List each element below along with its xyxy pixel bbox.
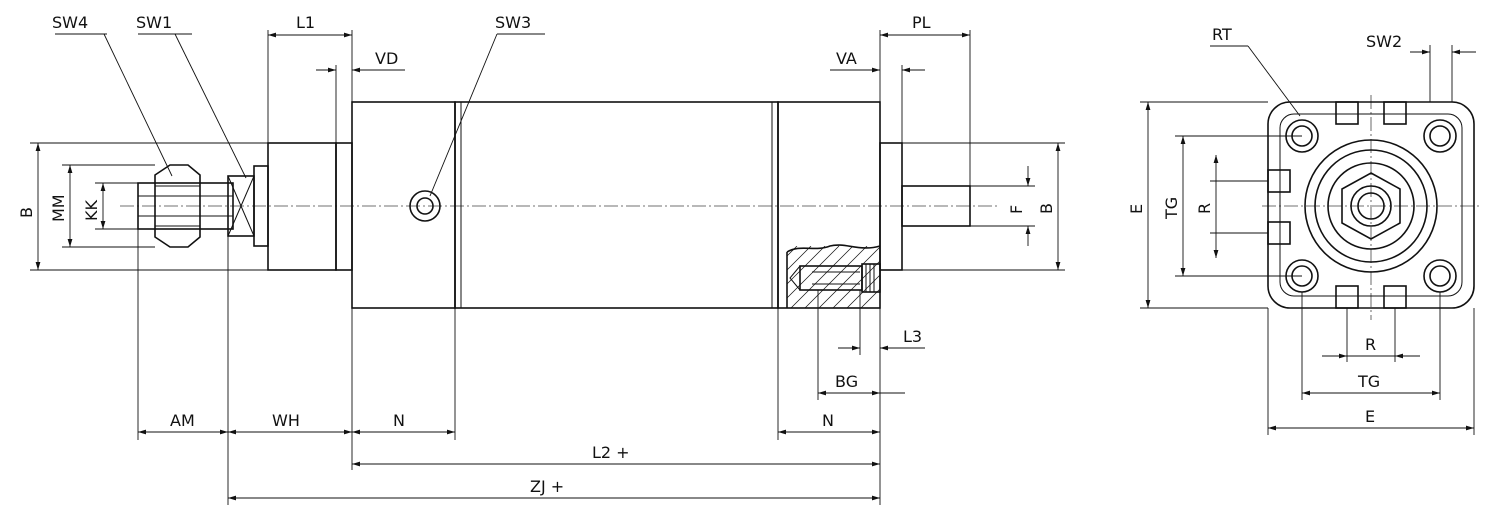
- tapped-hole-section: [799, 265, 863, 291]
- label-tg-side: TG: [1162, 197, 1181, 220]
- label-b-left: B: [17, 207, 36, 218]
- rod-bearing-housing: [267, 142, 337, 271]
- rear-cover: [777, 101, 881, 309]
- label-l3: L3: [903, 327, 922, 346]
- port-sw3: [409, 190, 441, 222]
- dimension-labels: SW4 SW1 L1 SW3 VD PL VA RT SW2 B MM KK F…: [17, 13, 1402, 496]
- side-view: [30, 30, 1301, 505]
- rear-shaft: [901, 185, 971, 227]
- label-e-bottom: E: [1365, 407, 1375, 426]
- label-sw4: SW4: [52, 13, 88, 32]
- front-spigot: [335, 142, 353, 271]
- label-am: AM: [170, 411, 195, 430]
- label-l2: L2 +: [592, 443, 630, 462]
- label-sw1: SW1: [136, 13, 172, 32]
- tie-rod-top-right: [1423, 119, 1457, 153]
- rear-cover-section: [787, 246, 880, 308]
- label-n-rear: N: [822, 411, 834, 430]
- label-r-bottom: R: [1365, 335, 1376, 354]
- rod-thread-and-nut: [137, 164, 234, 248]
- label-bg: BG: [835, 372, 858, 391]
- label-e-side: E: [1127, 204, 1146, 214]
- cylinder-barrel: [454, 101, 779, 309]
- label-wh: WH: [272, 411, 300, 430]
- label-rt: RT: [1212, 25, 1232, 44]
- label-f: F: [1007, 205, 1026, 214]
- label-l1: L1: [296, 13, 315, 32]
- tie-rod-bottom-right: [1423, 259, 1457, 293]
- label-zj: ZJ +: [530, 477, 564, 496]
- rear-spigot: [879, 142, 903, 271]
- end-plate: [1267, 101, 1475, 309]
- label-kk: KK: [82, 200, 101, 221]
- end-view: [1140, 45, 1480, 435]
- label-n-front: N: [393, 411, 405, 430]
- label-b-right: B: [1037, 203, 1056, 214]
- label-vd: VD: [375, 49, 398, 68]
- central-boss: [1304, 139, 1438, 273]
- label-sw3: SW3: [495, 13, 531, 32]
- label-r-side: R: [1195, 203, 1214, 214]
- label-tg-bottom: TG: [1357, 372, 1380, 391]
- label-mm: MM: [49, 194, 68, 222]
- label-pl: PL: [912, 13, 931, 32]
- label-va: VA: [836, 49, 857, 68]
- label-sw2: SW2: [1366, 32, 1402, 51]
